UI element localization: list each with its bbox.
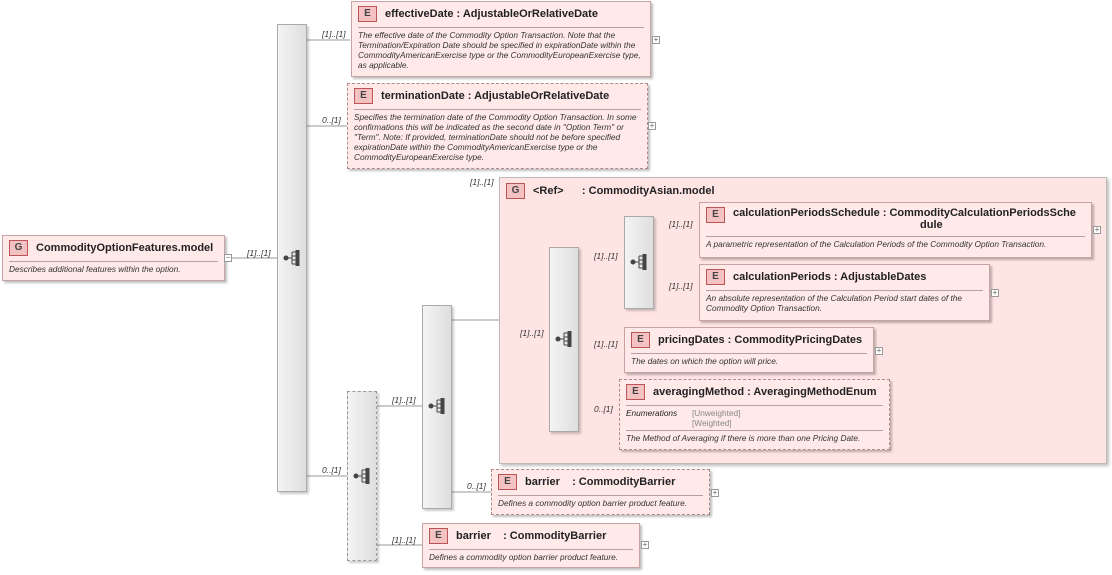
element-doc: A parametric representation of the Calcu… — [706, 239, 1047, 249]
element-calculation-periods-schedule[interactable]: E calculationPeriodsSchedule : Commodity… — [699, 202, 1092, 258]
group-doc: Describes additional features within the… — [9, 264, 181, 274]
cardinality-choice: 0..[1] — [322, 465, 341, 475]
expand-icon[interactable]: + — [991, 288, 999, 297]
cardinality-root: [1]..[1] — [247, 248, 271, 258]
element-badge: E — [631, 332, 650, 348]
cardinality-commodity-asian: [1]..[1] — [470, 177, 494, 187]
commodity-option-features-group[interactable]: G CommodityOptionFeatures.model Describe… — [2, 235, 225, 281]
element-doc: An absolute representation of the Calcul… — [706, 293, 962, 313]
group-title: <Ref> : CommodityAsian.model — [533, 185, 715, 197]
element-badge: E — [498, 474, 517, 490]
cardinality-averaging-method: 0..[1] — [594, 404, 613, 414]
element-badge: E — [429, 528, 448, 544]
enum-value: [Unweighted] — [692, 408, 741, 418]
enum-value: [Weighted] — [692, 418, 732, 428]
collapse-toggle-icon[interactable]: − — [224, 253, 232, 262]
cardinality-inner-seq: [1]..[1] — [392, 395, 416, 405]
expand-icon[interactable]: + — [652, 35, 660, 44]
group-badge: G — [9, 240, 28, 256]
element-badge: E — [706, 207, 725, 223]
element-doc: Defines a commodity option barrier produ… — [429, 552, 619, 562]
cardinality-effective-date: [1]..[1] — [322, 29, 346, 39]
group-badge: G — [506, 183, 525, 199]
element-doc: The Method of Averaging if there is more… — [626, 433, 861, 443]
element-doc: The dates on which the option will price… — [631, 356, 779, 366]
element-doc: The effective date of the Commodity Opti… — [358, 30, 641, 70]
element-title: barrier : CommodityBarrier — [456, 530, 607, 542]
element-title: terminationDate : AdjustableOrRelativeDa… — [381, 90, 610, 102]
element-title: averagingMethod : AveragingMethodEnum — [653, 386, 877, 398]
cardinality-termination-date: 0..[1] — [322, 115, 341, 125]
expand-icon[interactable]: + — [711, 488, 719, 497]
expand-icon[interactable]: + — [641, 540, 649, 549]
cardinality-pricing-dates: [1]..[1] — [594, 339, 618, 349]
element-effective-date[interactable]: E effectiveDate : AdjustableOrRelativeDa… — [351, 1, 651, 77]
expand-icon[interactable]: + — [648, 121, 656, 130]
cardinality-asian-seq: [1]..[1] — [520, 328, 544, 338]
element-barrier-outer[interactable]: E barrier : CommodityBarrier Defines a c… — [422, 523, 640, 568]
sequence-icon — [428, 398, 445, 414]
optional-sequence-compositor[interactable] — [347, 391, 377, 561]
element-badge: E — [358, 6, 377, 22]
sequence-icon — [353, 468, 370, 484]
enumerations-label: Enumerations — [626, 408, 678, 418]
element-title: calculationPeriodsSchedule : CommodityCa… — [733, 207, 1076, 219]
element-termination-date[interactable]: E terminationDate : AdjustableOrRelative… — [347, 83, 648, 169]
cardinality-barrier-inner: 0..[1] — [467, 481, 486, 491]
choice-icon — [630, 254, 647, 270]
element-badge: E — [626, 384, 645, 400]
expand-icon[interactable]: + — [875, 346, 883, 355]
asian-sequence-compositor[interactable] — [549, 247, 579, 432]
sequence-icon — [283, 250, 300, 266]
element-doc: Specifies the termination date of the Co… — [354, 112, 637, 162]
cardinality-calc-periods: [1]..[1] — [669, 281, 693, 291]
group-title: CommodityOptionFeatures.model — [36, 242, 214, 254]
element-title: calculationPeriods : AdjustableDates — [733, 271, 927, 283]
cardinality-calc-choice: [1]..[1] — [594, 251, 618, 261]
element-title: barrier : CommodityBarrier — [525, 476, 676, 488]
element-pricing-dates[interactable]: E pricingDates : CommodityPricingDates T… — [624, 327, 874, 373]
element-badge: E — [706, 269, 725, 285]
element-averaging-method[interactable]: E averagingMethod : AveragingMethodEnum … — [619, 379, 890, 450]
element-calculation-periods[interactable]: E calculationPeriods : AdjustableDates A… — [699, 264, 990, 321]
sequence-icon — [555, 331, 572, 347]
element-title: pricingDates : CommodityPricingDates — [658, 334, 863, 346]
element-title-continued: dule — [920, 219, 943, 231]
element-doc: Defines a commodity option barrier produ… — [498, 498, 688, 508]
cardinality-calc-periods-schedule: [1]..[1] — [669, 219, 693, 229]
element-title: effectiveDate : AdjustableOrRelativeDate — [385, 8, 598, 20]
expand-icon[interactable]: + — [1093, 225, 1101, 234]
cardinality-barrier-outer: [1]..[1] — [392, 535, 416, 545]
element-badge: E — [354, 88, 373, 104]
element-barrier-inner[interactable]: E barrier : CommodityBarrier Defines a c… — [491, 469, 710, 515]
